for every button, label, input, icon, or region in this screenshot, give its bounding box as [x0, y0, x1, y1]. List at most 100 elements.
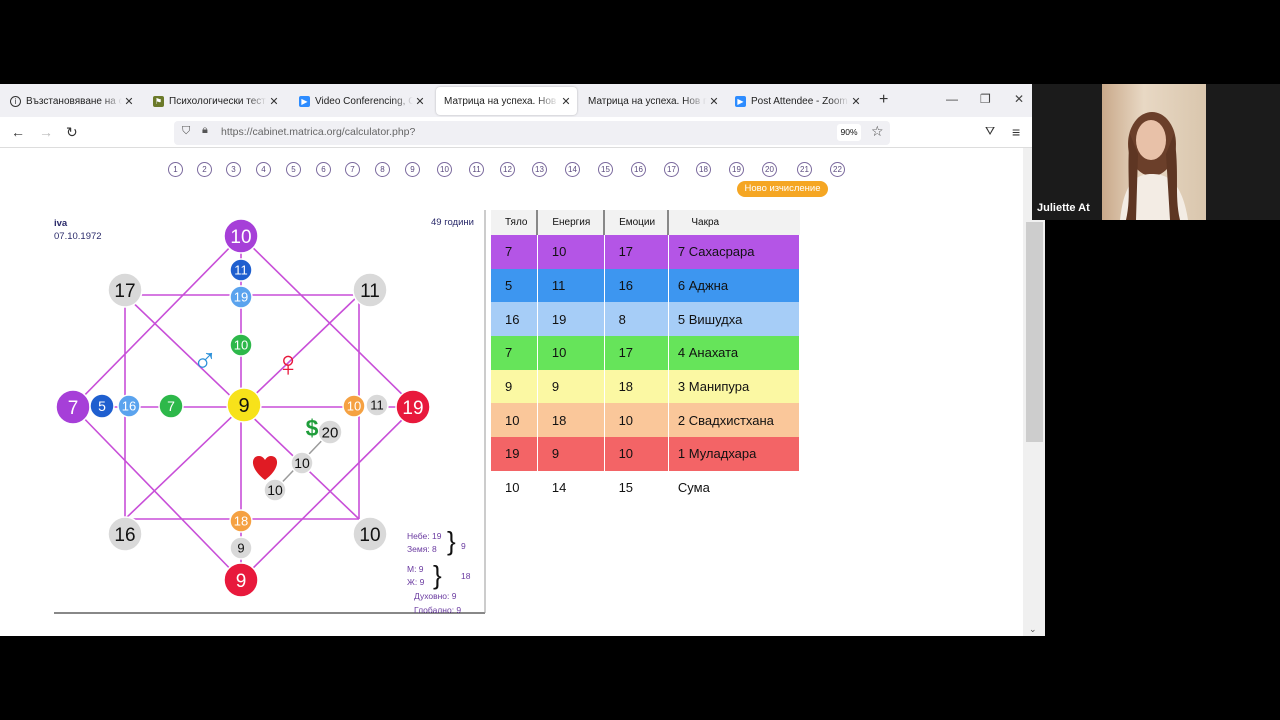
- lock-icon[interactable]: 🔒︎: [202, 124, 208, 136]
- minimize-icon[interactable]: —: [946, 92, 958, 106]
- close-icon[interactable]: ✕: [269, 95, 279, 108]
- cell-emotions: 10: [604, 437, 669, 471]
- tab-zoom-conferencing[interactable]: ▶ Video Conferencing, Clou ✕: [291, 87, 431, 115]
- scroll-down-icon[interactable]: ⌄: [1029, 624, 1037, 634]
- tab-post-attendee[interactable]: ▶ Post Attendee - Zoom ✕: [727, 87, 867, 115]
- cell-energy: 10: [537, 336, 605, 370]
- col-chakra: Чакра: [668, 210, 800, 235]
- page-number-16[interactable]: 16: [631, 162, 646, 177]
- page-number-12[interactable]: 12: [500, 162, 515, 177]
- cell-energy: 10: [537, 235, 605, 269]
- person-age: 49 години: [431, 217, 474, 228]
- brace-icon: }: [447, 526, 456, 556]
- page-number-20[interactable]: 20: [762, 162, 777, 177]
- cell-emotions: 16: [604, 268, 669, 303]
- forward-icon[interactable]: →: [39, 124, 53, 140]
- page-number-7[interactable]: 7: [345, 162, 360, 177]
- male-value: М: 9: [407, 564, 424, 574]
- page-number-9[interactable]: 9: [405, 162, 420, 177]
- close-icon[interactable]: ✕: [124, 95, 134, 108]
- tab-matrix[interactable]: Матрица на успеха. Нов про ✕: [580, 87, 725, 115]
- page-number-19[interactable]: 19: [729, 162, 744, 177]
- page-number-10[interactable]: 10: [437, 162, 452, 177]
- person-birthdate: 07.10.1972: [54, 231, 102, 242]
- cell-body: 5: [491, 268, 538, 303]
- cell-energy: 19: [537, 302, 605, 337]
- page-number-18[interactable]: 18: [696, 162, 711, 177]
- restore-icon[interactable]: ❐: [980, 92, 991, 106]
- address-bar[interactable]: ⛉ 🔒︎ https://cabinet.matrica.org/calcula…: [174, 121, 890, 145]
- page-number-2[interactable]: 2: [197, 162, 212, 177]
- page-number-22[interactable]: 22: [830, 162, 845, 177]
- cell-body: 10: [491, 470, 538, 505]
- tab-bar: i Възстановяване на сесия ✕ ⚑ Психологич…: [0, 84, 1032, 117]
- page-number-14[interactable]: 14: [565, 162, 580, 177]
- cell-body: 16: [491, 302, 538, 337]
- cell-body: 9: [491, 369, 538, 404]
- zoom-icon: ▶: [735, 95, 746, 107]
- site-icon: ⚑: [153, 95, 164, 107]
- page-number-11[interactable]: 11: [469, 162, 484, 177]
- url-text[interactable]: https://cabinet.matrica.org/calculator.p…: [221, 126, 416, 138]
- reload-icon[interactable]: ↻: [66, 124, 78, 140]
- tab-psych-test[interactable]: ⚑ Психологически тест "Р ✕: [145, 87, 285, 115]
- close-icon[interactable]: ✕: [709, 95, 719, 108]
- tab-matrix-active[interactable]: Матрица на успеха. Нов про ✕: [436, 87, 577, 115]
- cell-energy: 11: [537, 268, 605, 303]
- page-number-13[interactable]: 13: [532, 162, 547, 177]
- video-panel: Juliette At: [1032, 84, 1280, 220]
- page-number-21[interactable]: 21: [797, 162, 812, 177]
- cell-chakra: 3 Манипура: [668, 369, 801, 404]
- cell-emotions: 10: [604, 403, 669, 438]
- page-number-1[interactable]: 1: [168, 162, 183, 177]
- participant-silhouette: [1120, 112, 1188, 220]
- col-body: Тяло: [491, 210, 539, 235]
- cell-body: 19: [491, 437, 538, 471]
- nav-bar: ← → ↻ ⛉ 🔒︎ https://cabinet.matrica.org/c…: [0, 117, 1032, 148]
- cell-body: 10: [491, 403, 538, 438]
- cell-energy: 14: [537, 470, 605, 505]
- close-icon[interactable]: ✕: [561, 95, 571, 108]
- page-number-4[interactable]: 4: [256, 162, 271, 177]
- page-number-6[interactable]: 6: [316, 162, 331, 177]
- cell-emotions: 17: [604, 235, 669, 269]
- new-calculation-button[interactable]: Ново изчисление: [737, 181, 828, 197]
- close-icon[interactable]: ✕: [415, 95, 425, 108]
- close-icon[interactable]: ✕: [851, 95, 861, 108]
- page-number-15[interactable]: 15: [598, 162, 613, 177]
- cell-emotions: 15: [604, 470, 669, 505]
- page-number-3[interactable]: 3: [226, 162, 241, 177]
- cell-emotions: 17: [604, 336, 669, 370]
- page-number-17[interactable]: 17: [664, 162, 679, 177]
- global-value: Глобално: 9: [414, 605, 462, 615]
- close-window-icon[interactable]: ✕: [1014, 92, 1025, 106]
- pocket-icon[interactable]: ⛛: [985, 124, 996, 138]
- info-icon: i: [10, 95, 21, 107]
- sky-value: Небе: 19: [407, 531, 442, 541]
- table-header-row: Тяло Енергия Емоции Чакра: [491, 210, 800, 235]
- bookmark-star-icon[interactable]: ☆: [871, 123, 884, 139]
- zoom-icon: ▶: [299, 95, 310, 107]
- page-scrollbar[interactable]: ⌄: [1023, 148, 1045, 636]
- shield-icon[interactable]: ⛉: [182, 125, 191, 137]
- sky-earth-total: 9: [461, 541, 466, 551]
- col-energy: Енергия: [537, 210, 606, 235]
- tab-session-restore[interactable]: i Възстановяване на сесия ✕: [2, 87, 140, 115]
- zoom-level[interactable]: 90%: [837, 124, 861, 141]
- scrollbar-thumb[interactable]: [1026, 222, 1043, 442]
- new-tab-button[interactable]: +: [879, 91, 889, 108]
- cell-chakra: 5 Вишудха: [668, 302, 801, 337]
- cell-chakra: 1 Муладхара: [668, 437, 801, 471]
- cell-energy: 9: [537, 369, 605, 404]
- menu-icon[interactable]: ≡: [1012, 124, 1021, 140]
- cell-chakra: 2 Свадхистхана: [668, 403, 801, 438]
- page-number-8[interactable]: 8: [375, 162, 390, 177]
- cell-body: 7: [491, 235, 538, 269]
- spiritual-value: Духовно: 9: [414, 591, 457, 601]
- page-number-5[interactable]: 5: [286, 162, 301, 177]
- back-icon[interactable]: ←: [11, 124, 25, 140]
